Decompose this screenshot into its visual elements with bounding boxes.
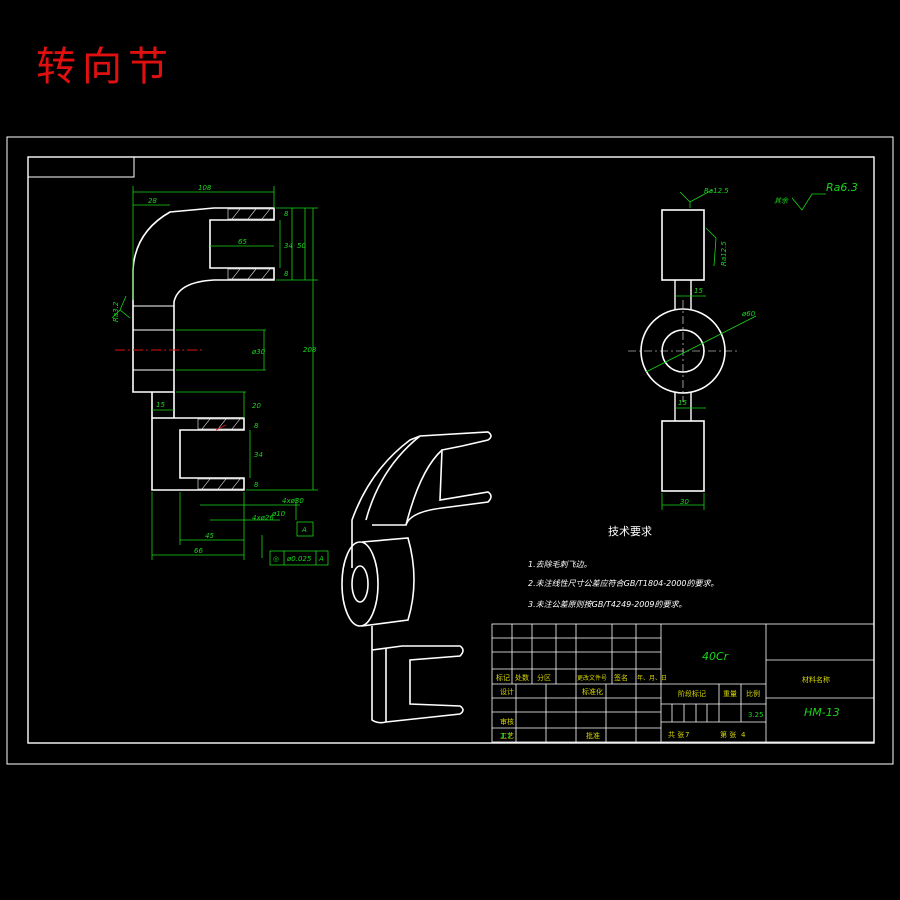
tech-note-2: 2.未注线性尺寸公差应符合GB/T1804-2000的要求。 <box>528 579 719 588</box>
tb-sheet-num: 4 <box>741 731 746 739</box>
side-top-block <box>661 209 705 281</box>
tb-approve: 批准 <box>586 731 600 740</box>
hatch-lower <box>197 418 245 490</box>
tb-change-doc: 更改文件号 <box>577 674 607 682</box>
tech-note-3: 3.未注公差原则按GB/T4249-2009的要求。 <box>528 600 687 609</box>
tb-scale: 1:1 <box>500 732 511 740</box>
rest-roughness-label: 其余 <box>774 197 789 205</box>
corner-box <box>27 156 135 178</box>
tech-heading: 技术要求 <box>608 525 652 538</box>
tb-sheets-total: 共 张 <box>668 730 684 739</box>
dim-50: 50 <box>297 242 306 250</box>
dim-holes-b: 4xø26 <box>252 514 274 522</box>
ra32-symbol <box>111 295 131 319</box>
tb-process: 工艺 <box>500 732 514 740</box>
tol-value: ø0.025 <box>286 555 312 563</box>
tech-requirements: 技术要求 1.去除毛刺飞边。 2.未注线性尺寸公差应符合GB/T1804-200… <box>528 525 719 609</box>
iso-view <box>341 431 492 724</box>
ra32-text: Ra3.2 <box>112 301 120 322</box>
dim-45: 45 <box>205 532 214 540</box>
tb-stage-mark: 阶段标记 <box>678 689 706 698</box>
dim-8c: 8 <box>254 422 259 430</box>
side-dimension-lines <box>645 189 757 510</box>
hatch-upper <box>227 208 275 280</box>
inner-frame <box>27 156 875 744</box>
tb-sheet-no: 第 张 <box>720 730 736 739</box>
front-view: 108 28 65 34 50 8 8 ø30 208 15 20 8 34 8… <box>111 184 329 566</box>
dim-34a: 34 <box>284 242 293 250</box>
rest-roughness-symbol <box>791 193 826 211</box>
center-mark <box>215 424 227 431</box>
rest-roughness-value: Ra6.3 <box>826 181 858 194</box>
datum-box <box>296 521 314 537</box>
tb-drawing-no: HM-13 <box>804 706 840 719</box>
tb-standard: 标准化 <box>582 687 603 696</box>
outer-frame <box>6 136 894 765</box>
tb-weight-val: 3.25 <box>748 711 764 719</box>
side-bottom-block <box>661 420 705 492</box>
tol-ref: A <box>318 555 324 563</box>
tb-signature: 签名 <box>614 673 628 682</box>
tb-zone: 分区 <box>537 673 551 682</box>
side-ra125-b: Ra12.5 <box>720 241 728 266</box>
title-block: 标记 处数 分区 更改文件号 签名 年、月、日 设计 标准化 审核 工艺 批准 … <box>491 623 875 743</box>
neck-outline <box>151 392 175 418</box>
dim-10: ø10 <box>271 510 286 518</box>
front-dimension-lines <box>132 186 318 560</box>
tb-ratio: 比例 <box>746 689 760 698</box>
tb-design: 设计 <box>500 687 514 696</box>
side-dim-60: ø60 <box>741 310 756 318</box>
dim-8d: 8 <box>254 481 259 489</box>
tb-unit: 材料名称 <box>802 675 830 684</box>
tech-note-1: 1.去除毛刺飞边。 <box>528 560 592 569</box>
tolerance-frame <box>269 550 329 566</box>
dim-66: 66 <box>194 547 203 555</box>
tb-sheet-total-num: 7 <box>685 731 689 739</box>
page-title: 转向节 <box>36 44 174 90</box>
dim-8b: 8 <box>284 270 289 278</box>
tb-count: 处数 <box>515 673 529 682</box>
dim-8a: 8 <box>284 210 289 218</box>
tb-weight: 重量 <box>723 690 737 698</box>
tol-symbol: ◎ <box>273 555 279 563</box>
dim-15: 15 <box>156 401 165 409</box>
dim-208: 208 <box>303 346 317 354</box>
dim-30: ø30 <box>251 348 266 356</box>
dim-20: 20 <box>252 402 261 410</box>
side-view: 15 ø60 15 30 Ra12.5 Ra12.5 其余 Ra6.3 <box>628 181 858 510</box>
side-dim-15a: 15 <box>694 287 703 295</box>
side-dim-30: 30 <box>680 498 689 506</box>
dim-65: 65 <box>238 238 247 246</box>
dim-108: 108 <box>198 184 212 192</box>
tb-material: 40Cr <box>702 650 730 663</box>
tb-mark: 标记 <box>496 673 510 682</box>
dim-28: 28 <box>148 197 157 205</box>
side-ra125-a: Ra12.5 <box>704 187 729 195</box>
dim-34b: 34 <box>254 451 263 459</box>
tb-review: 审核 <box>500 717 514 726</box>
side-dim-15b: 15 <box>678 399 687 407</box>
tb-date: 年、月、日 <box>637 674 667 682</box>
datum-label: A <box>301 526 307 534</box>
dim-holes-a: 4xø30 <box>282 497 304 505</box>
upper-yoke-outline <box>132 207 275 393</box>
